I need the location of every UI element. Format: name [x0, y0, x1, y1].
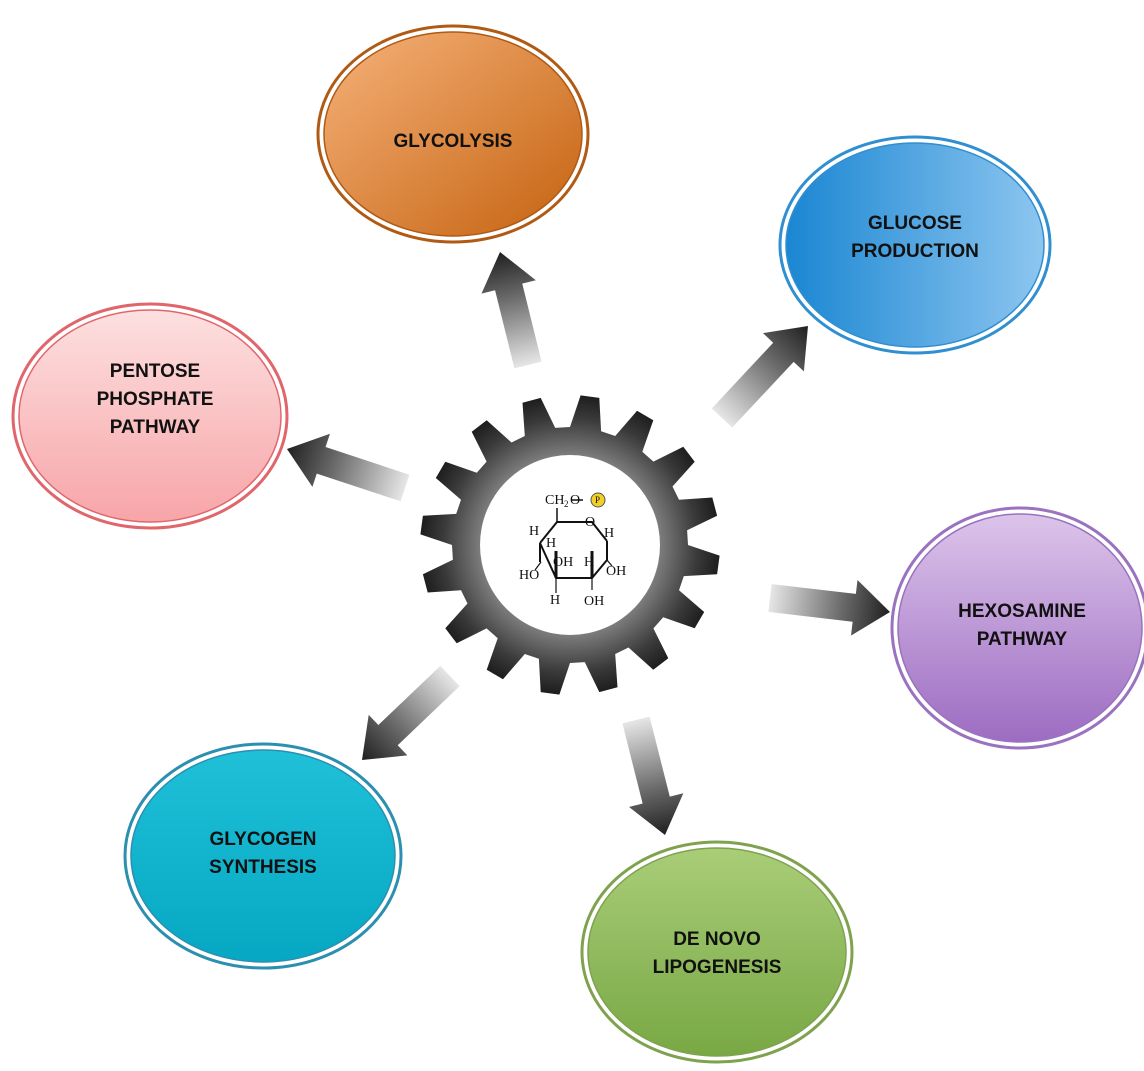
pathway-hexosamine-pathway: HEXOSAMINE PATHWAY — [890, 506, 1144, 750]
arrows-group — [286, 252, 891, 835]
pathway-fill — [323, 31, 583, 237]
arrow-to-de-novo-lipogenesis — [622, 716, 684, 835]
arrow-to-glycolysis — [481, 252, 542, 369]
chem-label-ring-o: O — [585, 515, 595, 530]
chem-label-oh1: OH — [553, 555, 573, 570]
pathway-label: DE NOVO — [673, 929, 761, 950]
arrow-to-hexosamine-pathway — [768, 580, 891, 636]
arrow-to-pentose-phosphate-pathway — [286, 433, 410, 502]
pathway-fill — [18, 309, 282, 523]
pathway-glycolysis: GLYCOLYSIS — [316, 24, 590, 244]
pathways-group: GLYCOLYSIS GLUCOSE PRODUCTION HEXOSAMINE PAT… — [11, 24, 1144, 1064]
pathway-label: GLYCOLYSIS — [394, 131, 513, 152]
arrow-to-glycogen-synthesis — [362, 665, 460, 760]
gear-icon — [420, 395, 720, 695]
pathway-label: PRODUCTION — [851, 241, 979, 262]
pathway-label: PENTOSE — [110, 361, 200, 382]
pathway-fill — [587, 847, 847, 1057]
chem-label-h2: H — [604, 526, 614, 541]
pathway-de-novo-lipogenesis: DE NOVO LIPOGENESIS — [580, 840, 854, 1064]
phosphate-icon — [590, 492, 606, 508]
chem-label-h5: H — [550, 593, 560, 608]
chem-label-o-link: O — [570, 493, 580, 508]
chem-label-oh3: OH — [584, 594, 604, 609]
chem-label-2: 2 — [564, 499, 569, 509]
glucose-6-phosphate-molecule: CH 2 O P H O H H OH H HO OH H OH — [519, 492, 626, 609]
pathway-label: GLYCOGEN — [210, 829, 317, 850]
gear-hub — [480, 455, 660, 635]
pathway-label: HEXOSAMINE — [958, 601, 1086, 622]
chem-label-h3: H — [546, 536, 556, 551]
pathway-label: GLUCOSE — [868, 213, 962, 234]
pathway-label: PHOSPHATE — [97, 389, 214, 410]
pathway-label: PATHWAY — [977, 629, 1068, 650]
arrow-to-glucose-production — [711, 326, 808, 428]
chem-label-ho: HO — [519, 568, 539, 583]
pathway-label: LIPOGENESIS — [653, 957, 782, 978]
pathway-label: PATHWAY — [110, 417, 201, 438]
chem-label-ch: CH — [545, 493, 564, 508]
pathway-pentose-phosphate-pathway: PENTOSE PHOSPHATE PATHWAY — [11, 302, 289, 530]
pathway-fill — [785, 142, 1045, 348]
chem-label-h1: H — [529, 524, 539, 539]
chem-label-oh2: OH — [606, 564, 626, 579]
chem-label-p: P — [595, 495, 600, 505]
pathway-glycogen-synthesis: GLYCOGEN SYNTHESIS — [123, 742, 403, 970]
pathway-fill — [897, 513, 1143, 743]
chem-label-h4: H — [584, 555, 594, 570]
pathway-glucose-production: GLUCOSE PRODUCTION — [778, 135, 1052, 355]
pathway-label: SYNTHESIS — [209, 857, 317, 878]
pathway-fill — [130, 749, 396, 963]
